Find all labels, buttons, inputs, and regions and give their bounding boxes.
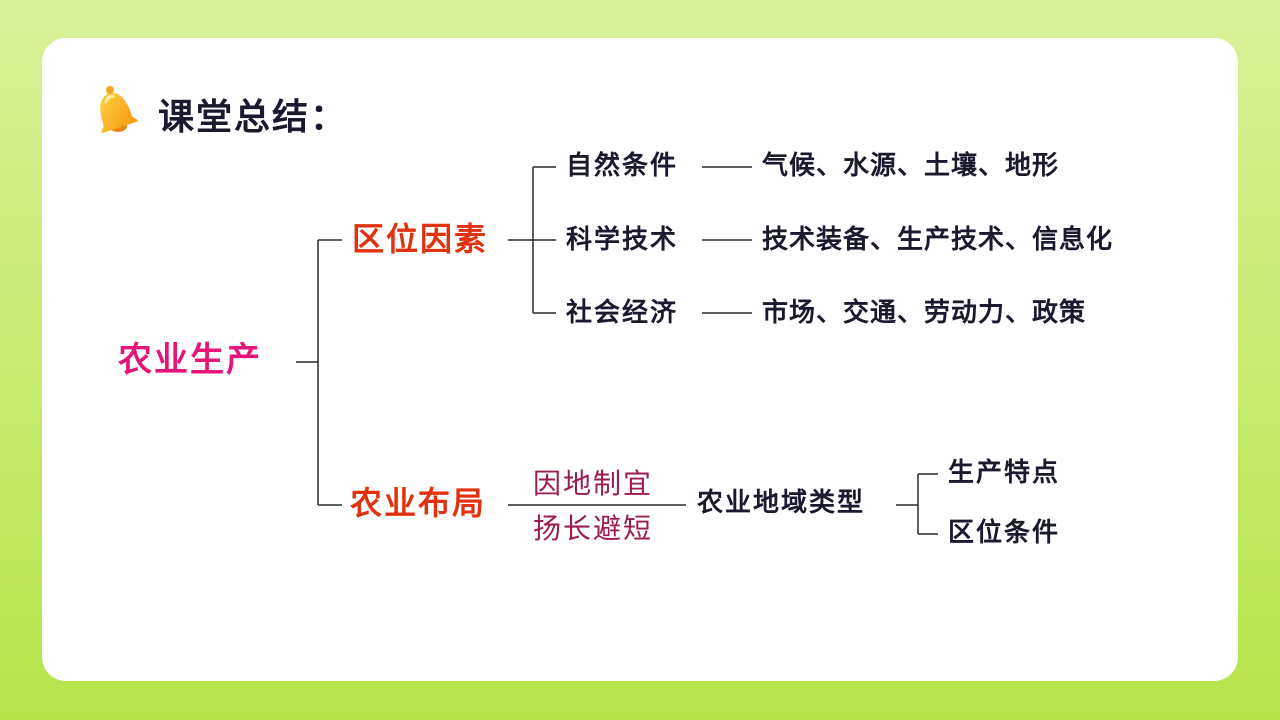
detail-technology: 技术装备、生产技术、信息化 [762,225,1114,255]
bell-icon [100,86,139,134]
subitem-location-conditions: 区位条件 [948,518,1061,548]
principle-bottom: 扬长避短 [533,512,654,545]
detail-natural: 气候、水源、土壤、地形 [762,151,1060,181]
principle-top: 因地制宜 [533,467,654,500]
category-socioeconomic: 社会经济 [566,298,679,328]
subitem-production-features: 生产特点 [948,458,1061,488]
category-natural: 自然条件 [566,151,679,181]
root-node: 农业生产 [118,340,262,380]
agri-region-type: 农业地域类型 [697,488,866,518]
branch-layout: 农业布局 [350,484,487,522]
category-technology: 科学技术 [566,225,679,255]
page-title: 课堂总结： [158,97,349,138]
branch-location-factors: 区位因素 [352,220,489,258]
detail-socioeconomic: 市场、交通、劳动力、政策 [762,298,1087,328]
content-card [42,38,1238,681]
